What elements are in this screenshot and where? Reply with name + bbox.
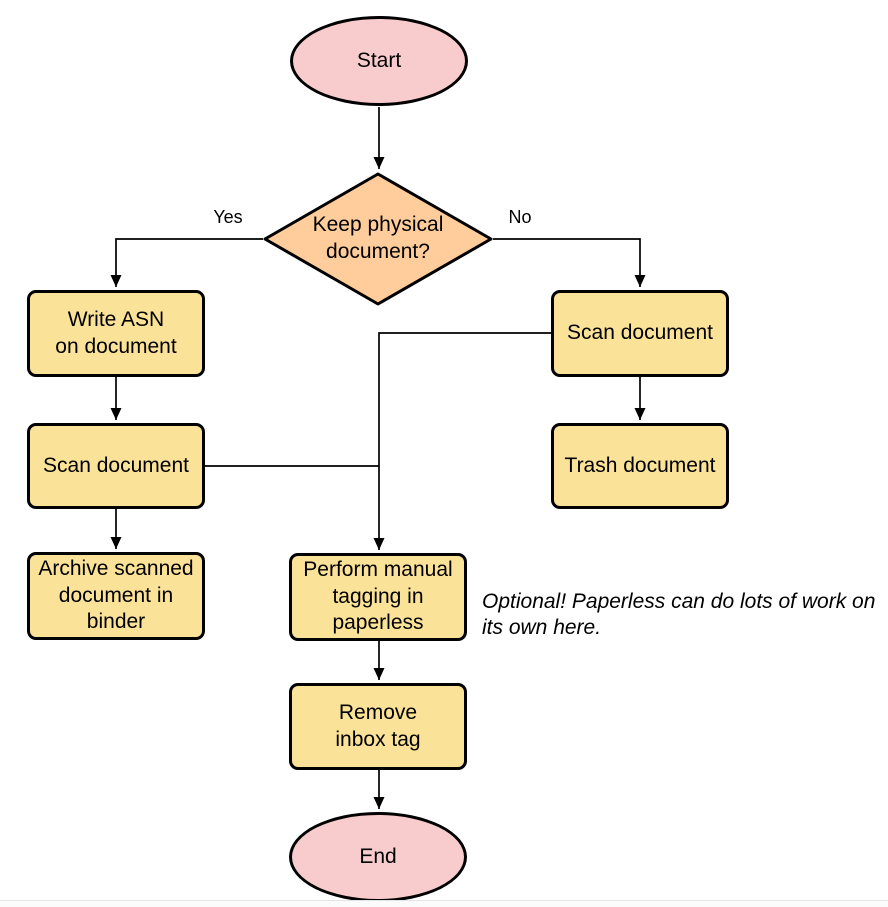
edge-decision-to-scan-right bbox=[493, 238, 646, 287]
node-trash-document: Trash document bbox=[551, 423, 729, 509]
diamond-shape-icon bbox=[263, 172, 493, 306]
node-start-label: Start bbox=[356, 48, 402, 72]
node-write-asn-label: Write ASN on document bbox=[55, 307, 177, 358]
node-scan-left-label: Scan document bbox=[43, 453, 189, 477]
edge-decision-to-write-asn bbox=[110, 238, 263, 287]
node-decision-label: Keep physical document? bbox=[312, 213, 444, 263]
edge-label-no: No bbox=[495, 207, 545, 228]
node-end: End bbox=[289, 812, 467, 902]
viewport-bottom-edge bbox=[0, 900, 888, 907]
edge-label-yes: Yes bbox=[203, 207, 253, 228]
node-perform-manual-tagging: Perform manual tagging in paperless bbox=[289, 553, 467, 641]
node-trash-label: Trash document bbox=[564, 453, 716, 477]
node-start: Start bbox=[290, 16, 468, 106]
node-tagging-label: Perform manual tagging in paperless bbox=[303, 557, 453, 635]
node-scan-document-right: Scan document bbox=[551, 290, 729, 377]
node-archive-label: Archive scanned document in binder bbox=[38, 556, 194, 634]
node-remove-inbox-label: Remove inbox tag bbox=[335, 700, 421, 751]
edge-scan-right-to-tagging bbox=[373, 332, 551, 550]
node-archive-scanned-document: Archive scanned document in binder bbox=[27, 552, 205, 640]
node-end-label: End bbox=[359, 844, 397, 868]
annotation-note: Optional! Paperless can do lots of work … bbox=[482, 590, 876, 640]
node-scan-document-left: Scan document bbox=[27, 423, 205, 509]
node-write-asn-on-document: Write ASN on document bbox=[27, 290, 205, 377]
node-remove-inbox-tag: Remove inbox tag bbox=[289, 683, 467, 770]
node-scan-right-label: Scan document bbox=[567, 321, 713, 345]
node-decision-keep-physical-document: Keep physical document? bbox=[263, 172, 493, 306]
